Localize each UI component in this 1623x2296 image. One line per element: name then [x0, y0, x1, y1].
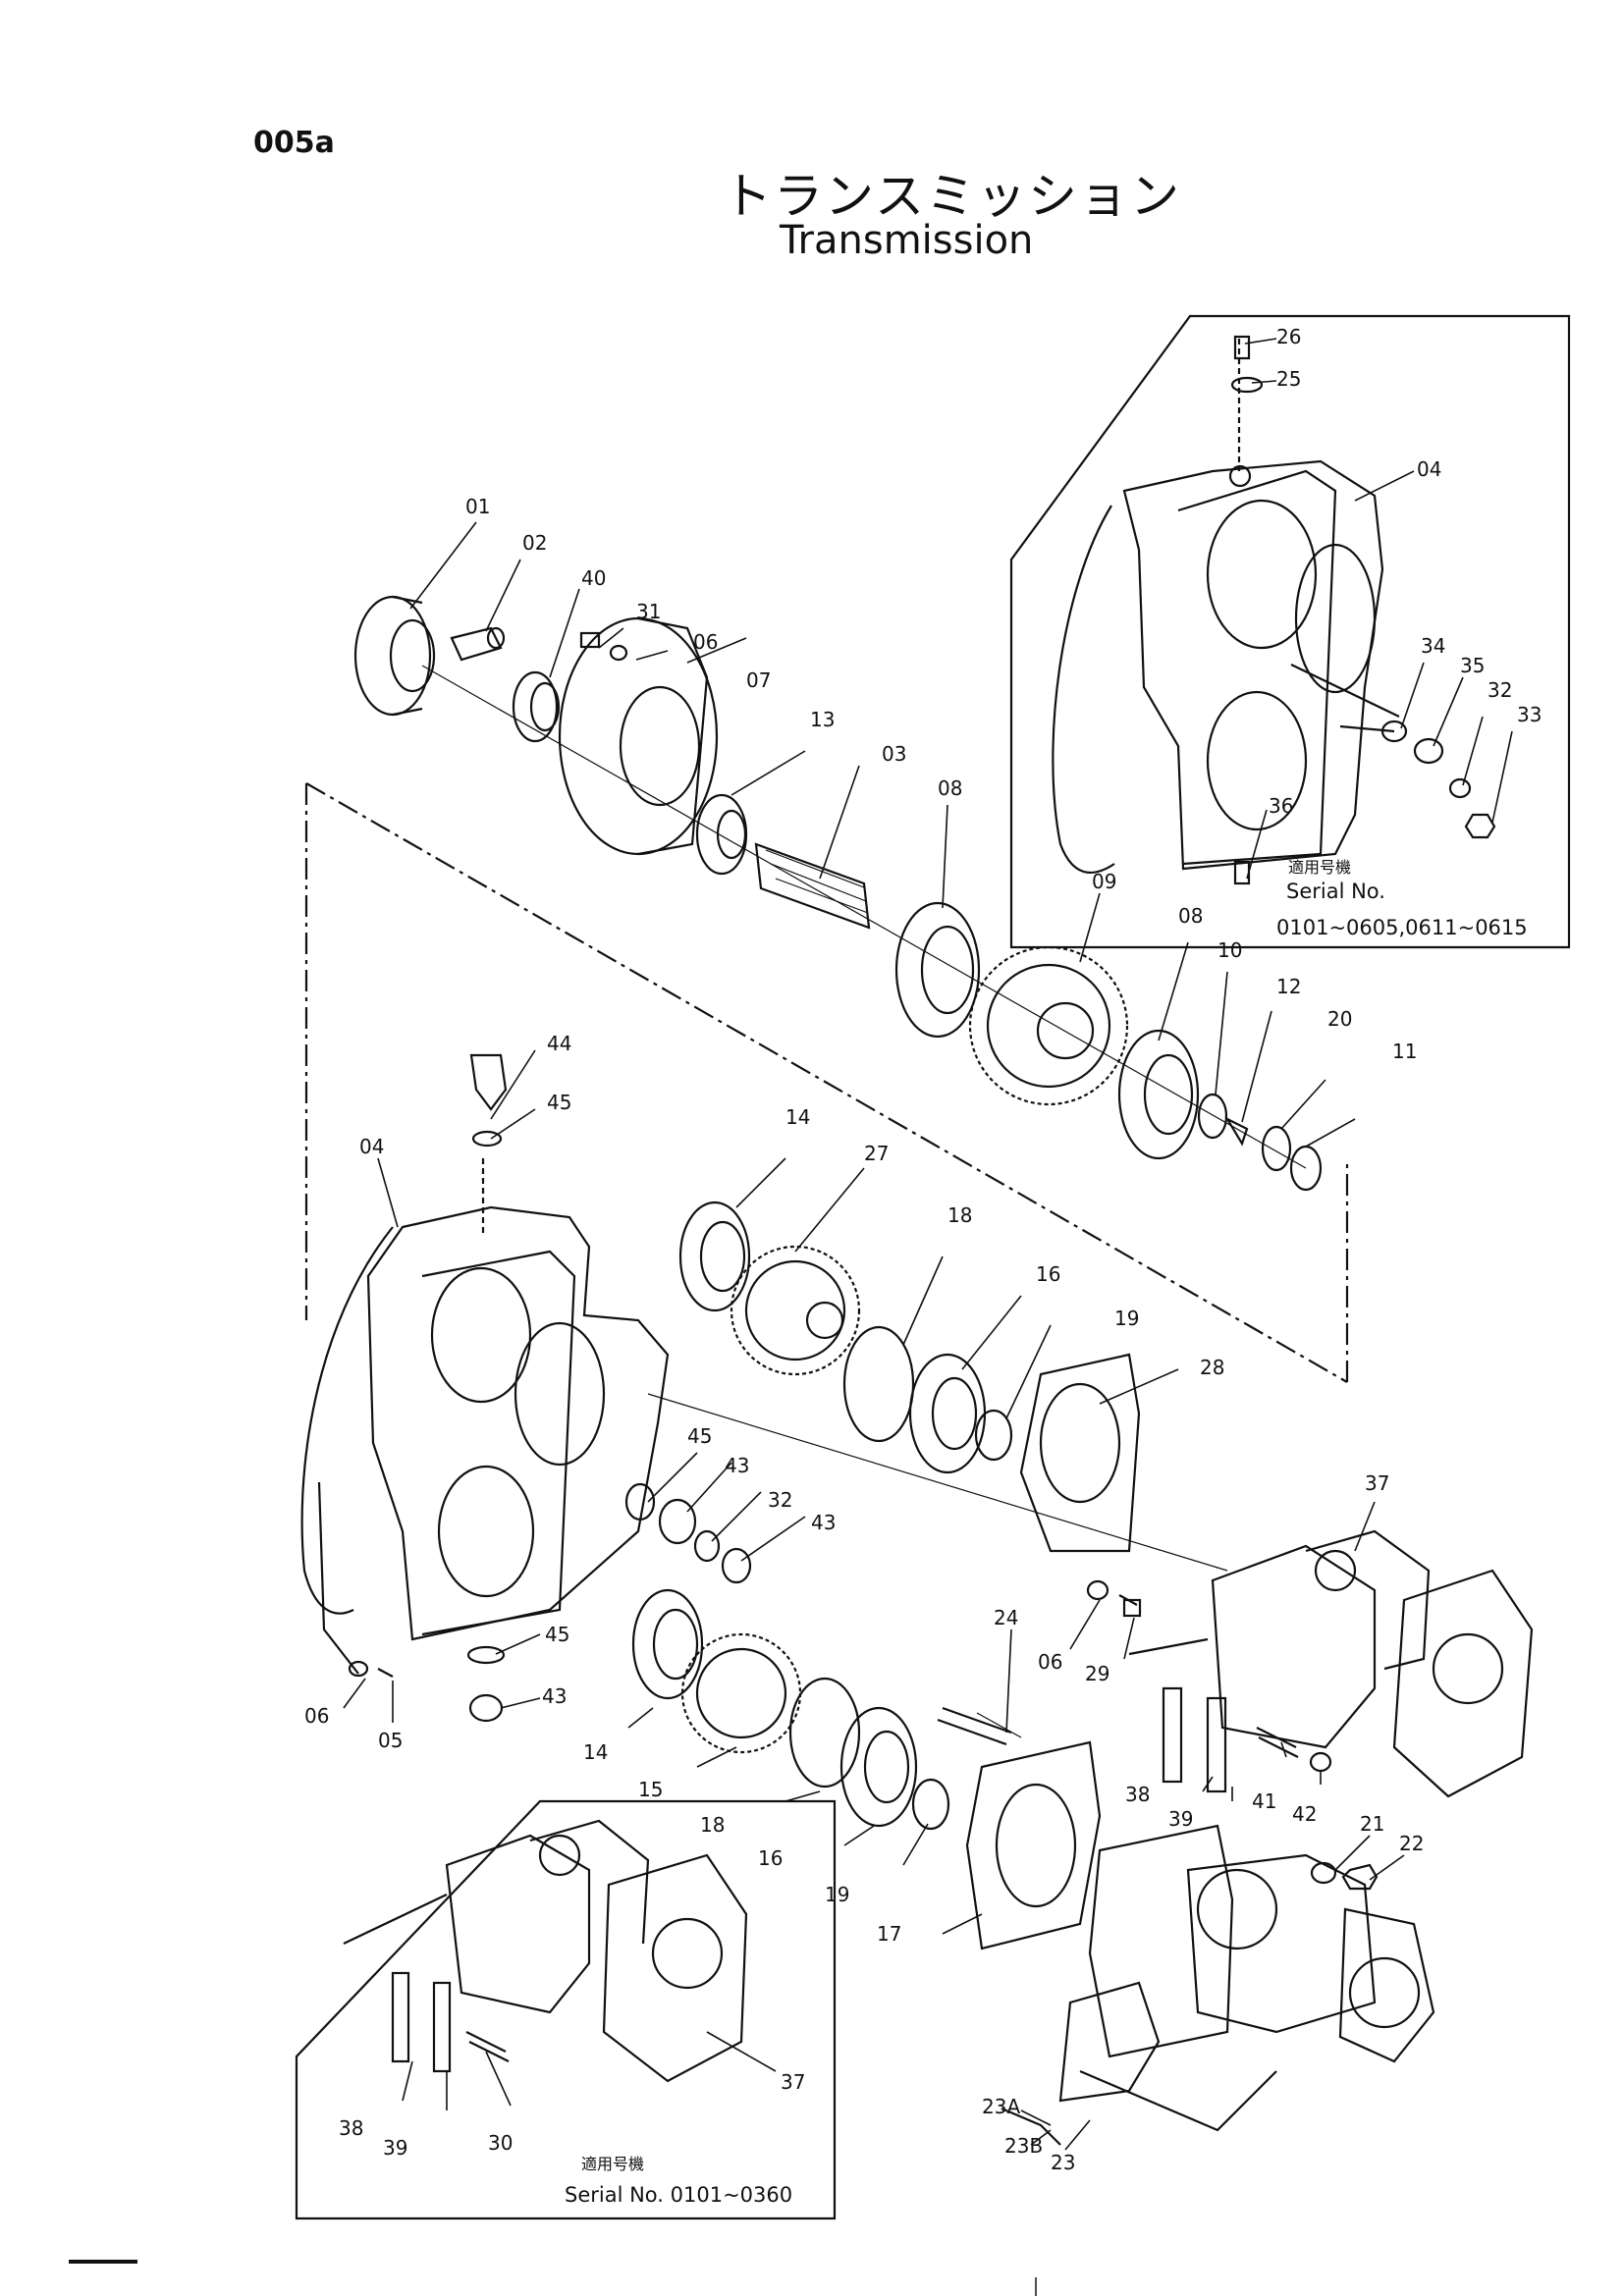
label-28: 28 — [1200, 1356, 1224, 1379]
housing-inset-top — [1052, 335, 1496, 885]
label-38-b: 38 — [339, 2116, 363, 2140]
part-labels: 26 25 04 34 35 32 33 36 01 02 40 31 06 0… — [304, 325, 1542, 2174]
label-06-low: 06 — [304, 1704, 329, 1728]
label-39-b: 39 — [383, 2136, 407, 2160]
label-07: 07 — [746, 668, 771, 692]
label-08-a: 08 — [938, 776, 962, 800]
label-11: 11 — [1392, 1040, 1417, 1063]
label-23: 23 — [1051, 2151, 1075, 2174]
inset-frame-top-right — [1009, 314, 1571, 949]
serial-note-bottom: 適用号機 Serial No. 0101~0360 — [565, 2155, 792, 2207]
label-37-b: 37 — [781, 2070, 805, 2094]
label-06-top: 06 — [693, 630, 718, 654]
label-19-b: 19 — [825, 1883, 849, 1906]
label-13: 13 — [810, 708, 835, 731]
label-20: 20 — [1327, 1007, 1352, 1031]
hydraulic-motor-right — [1128, 1529, 1534, 1798]
label-18-a: 18 — [947, 1203, 972, 1227]
serial-bottom: Serial No. 0101~0360 — [565, 2183, 792, 2207]
applicable-label-top: 適用号機 — [1288, 858, 1351, 877]
label-31: 31 — [636, 600, 661, 623]
label-14-a: 14 — [785, 1105, 810, 1129]
label-17: 17 — [877, 1922, 901, 1946]
label-43-c: 43 — [542, 1684, 567, 1708]
label-18-b: 18 — [700, 1813, 725, 1837]
leader-lines — [343, 338, 1513, 2151]
motor-inset-bottom — [343, 1819, 748, 2083]
label-16-b: 16 — [758, 1846, 783, 1870]
label-03: 03 — [882, 742, 906, 766]
label-39-a: 39 — [1168, 1807, 1193, 1831]
applicable-label-bottom: 適用号機 — [581, 2155, 644, 2173]
serial-prefix-top: Serial No. — [1286, 880, 1385, 903]
label-25: 25 — [1276, 367, 1301, 391]
lower-shaft-group — [631, 1588, 1102, 1950]
label-45-a: 45 — [547, 1091, 571, 1114]
label-09: 09 — [1092, 870, 1116, 893]
label-22: 22 — [1399, 1832, 1424, 1855]
label-24: 24 — [994, 1606, 1018, 1629]
label-43-a: 43 — [725, 1454, 749, 1477]
hydraulic-pump-bottom — [1001, 1824, 1435, 2146]
label-32-top: 32 — [1488, 678, 1512, 702]
label-43-b: 43 — [811, 1511, 836, 1534]
label-21: 21 — [1360, 1812, 1384, 1836]
page-code: 005a — [253, 126, 335, 160]
label-14-b: 14 — [583, 1740, 608, 1764]
label-02: 02 — [522, 531, 547, 555]
middle-shaft-group — [466, 1201, 1228, 1723]
assembly-frame — [304, 782, 1349, 1383]
serial-range-top: 0101~0605,0611~0615 — [1276, 916, 1528, 939]
serial-note-top: 適用号機 Serial No. 0101~0605,0611~0615 — [1276, 858, 1528, 939]
inset-frame-bottom-left — [295, 1799, 837, 2220]
label-27: 27 — [864, 1142, 889, 1165]
label-44: 44 — [547, 1032, 571, 1055]
label-23B: 23B — [1004, 2134, 1043, 2158]
label-45-c: 45 — [545, 1623, 569, 1646]
label-34: 34 — [1421, 634, 1445, 658]
label-10: 10 — [1217, 938, 1242, 962]
label-16-a: 16 — [1036, 1262, 1060, 1286]
label-35: 35 — [1460, 654, 1485, 677]
label-04-main: 04 — [359, 1135, 384, 1158]
label-04-top: 04 — [1417, 457, 1441, 481]
title-japanese: トランスミッション — [723, 168, 1181, 225]
label-23A: 23A — [982, 2095, 1020, 2118]
label-01: 01 — [465, 495, 490, 518]
label-30: 30 — [488, 2131, 513, 2155]
label-36: 36 — [1269, 794, 1293, 818]
label-40: 40 — [581, 566, 606, 590]
label-19-a: 19 — [1114, 1307, 1139, 1330]
label-05: 05 — [378, 1729, 403, 1752]
label-06-mid: 06 — [1038, 1650, 1062, 1674]
title-english: Transmission — [780, 218, 1034, 263]
label-33: 33 — [1517, 703, 1542, 726]
input-group — [353, 595, 1323, 1192]
label-29: 29 — [1085, 1662, 1109, 1685]
label-08-b: 08 — [1178, 904, 1203, 928]
label-26: 26 — [1276, 325, 1301, 348]
label-37-a: 37 — [1365, 1471, 1389, 1495]
label-41: 41 — [1252, 1789, 1276, 1813]
label-38-a: 38 — [1125, 1783, 1150, 1806]
label-45-b: 45 — [687, 1424, 712, 1448]
label-12: 12 — [1276, 975, 1301, 998]
label-15: 15 — [638, 1778, 663, 1801]
label-42: 42 — [1292, 1802, 1317, 1826]
main-housing — [300, 1053, 670, 1678]
label-32-mid: 32 — [768, 1488, 792, 1512]
